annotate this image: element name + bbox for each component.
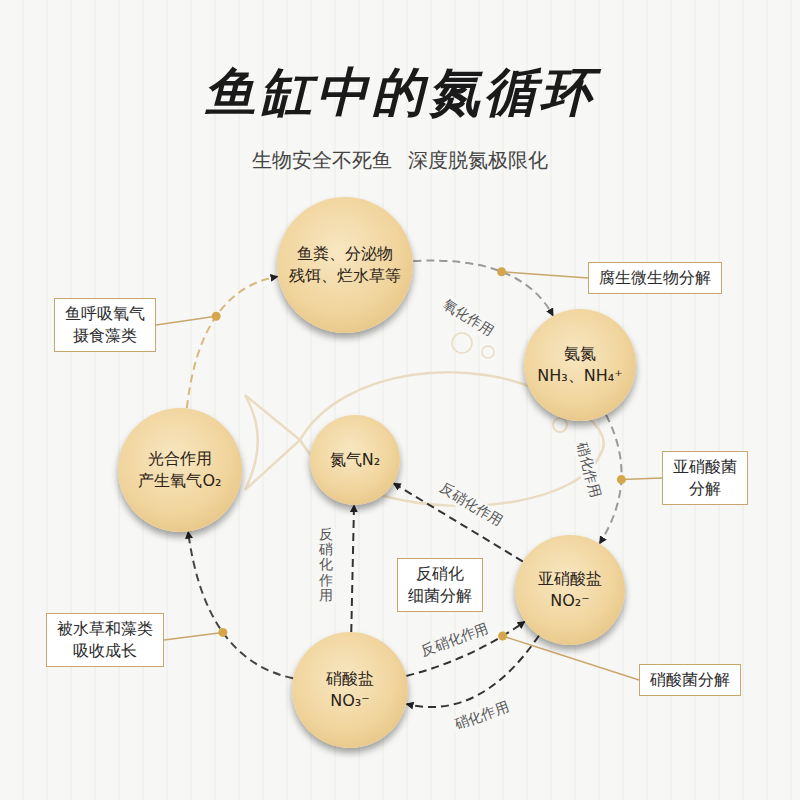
node-text: 氮气N₂ [330,449,380,471]
callout-box: 被水草和藻类 吸收成长 [46,613,164,666]
leader-dot [498,632,507,641]
callout-text: 被水草和藻类 吸收成长 [57,618,153,661]
text-line: 残饵、烂水草等 [289,265,401,287]
cycle-circle: 硝酸盐NO₃⁻ [292,632,408,748]
callout-text: 腐生微生物分解 [599,267,711,289]
text-line: 光合作用 [138,448,221,470]
circle-content: 氮气N₂ [330,449,380,471]
text-line: 反硝化 [408,563,472,585]
callout-box: 硝酸菌分解 [639,664,741,696]
leader-dot [617,475,626,484]
callout-box: 腐生微生物分解 [588,262,722,294]
callout-text: 亚硝酸菌 分解 [673,456,737,499]
fish-eye [553,418,567,432]
node-text: 硝酸盐 [326,668,374,690]
leader-line [502,272,588,278]
circle-content: 氨氮NH₃、NH₄⁺ [537,343,622,388]
subtitle-text: 生物安全不死鱼 [252,147,392,174]
node-text: NO₃⁻ [330,690,369,712]
cycle-arrow [413,261,553,316]
callout-box: 反硝化 细菌分解 [397,558,483,611]
text-line: 细菌分解 [408,585,472,607]
callout-text: 鱼呼吸氧气 摄食藻类 [65,303,145,346]
text-line: 鱼呼吸氧气 [65,303,145,325]
fish-tail [245,395,300,490]
circle-content: 硝酸盐NO₃⁻ [326,668,374,713]
circle-content: 亚硝酸盐NO₂⁻ [538,568,602,613]
leader-dot [212,312,221,321]
diagram-title: 鱼缸中的氮循环 [0,58,800,128]
edge-label: 反硝化作用 [417,619,493,661]
callout-box: 亚硝酸菌 分解 [662,451,748,504]
cycle-circle: 氨氮NH₃、NH₄⁺ [524,309,636,421]
subtitle-row: 生物安全不死鱼深度脱氮极限化 [0,147,800,174]
cycle-circle: 氮气N₂ [310,415,400,505]
callout-box: 鱼呼吸氧气 摄食藻类 [54,298,156,351]
bubble [452,333,472,353]
cycle-circle: 鱼粪、分泌物 残饵、烂水草等 [277,197,414,334]
leader-line [156,316,216,325]
leader-dot [218,628,227,637]
cycle-arrow [187,277,278,409]
text-line: 吸收成长 [57,640,153,662]
text-line: 鱼粪、分泌物 [289,243,401,265]
node-text: 亚硝酸盐 [538,568,602,590]
circle-content: 光合作用 产生氧气O₂ [138,448,221,493]
callout-text: 反硝化 细菌分解 [408,563,472,606]
cycle-circle: 亚硝酸盐NO₂⁻ [515,535,625,645]
bubble [482,346,494,358]
leader-line [621,478,662,480]
leader-line [164,632,223,640]
edge-label: 硝化作用 [572,439,605,502]
cycle-arrow [351,505,354,632]
text-line: 被水草和藻类 [57,618,153,640]
node-text: 鱼粪、分泌物 残饵、烂水草等 [289,243,401,288]
cycle-arrow [188,531,293,678]
text-line: 亚硝酸菌 [673,456,737,478]
node-text: NO₂⁻ [550,590,589,612]
text-line: 分解 [673,478,737,500]
cycle-circle: 光合作用 产生氧气O₂ [118,408,242,532]
callout-text: 硝酸菌分解 [650,669,730,691]
node-text: 光合作用 产生氧气O₂ [138,448,221,493]
circle-content: 鱼粪、分泌物 残饵、烂水草等 [289,243,401,288]
node-text: 氨氮 [564,343,596,365]
leader-dot [497,267,506,276]
subtitle-text: 深度脱氮极限化 [408,147,548,174]
edge-label: 反硝化作用 [317,527,335,604]
node-text: NH₃、NH₄⁺ [537,365,622,387]
text-line: 产生氧气O₂ [138,470,221,492]
text-line: 摄食藻类 [65,325,145,347]
